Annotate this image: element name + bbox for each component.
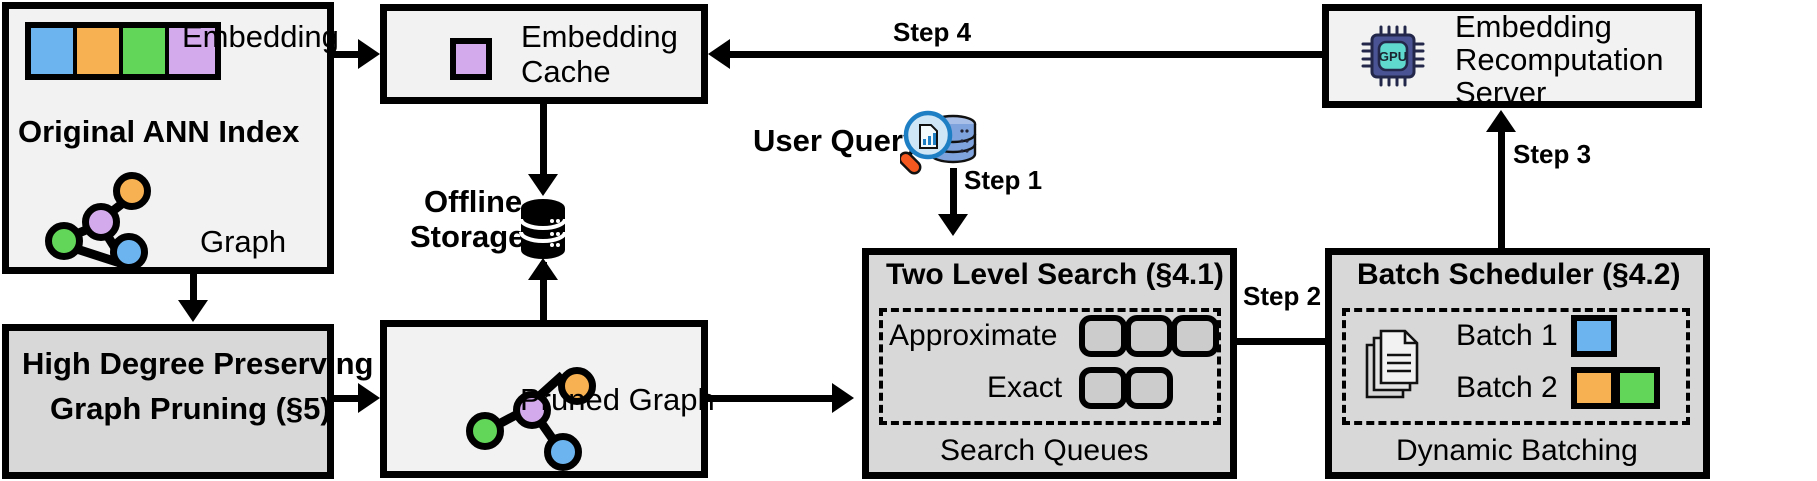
embedding-swatch-strip [25,22,221,80]
recomputation-server-line3: Server [1455,75,1547,110]
user-query-label: User Query [753,123,921,158]
arrow-cache-to-storage-line [540,104,547,176]
embedding-cache-box [380,4,708,104]
arrow-step3-line [1498,130,1505,248]
approximate-slot-1 [1079,315,1127,357]
embedding-cell-blue [31,28,77,74]
pruned-node-orange [558,367,596,405]
two-level-search-title: Two Level Search (§4.1) [886,258,1224,291]
arrow-prunedgraph-to-storage-line [540,262,547,324]
arrow-index-to-cache-line [334,51,360,58]
arrow-step4-line [730,51,1322,58]
batch2-chip-orange [1571,367,1617,409]
offline-storage-line1: Offline [424,184,523,219]
arrow-step4-head [708,39,730,69]
graph-node-purple [82,203,120,241]
batch2-label: Batch 2 [1456,371,1558,404]
graph-node-green [45,222,83,260]
gpu-icon-text: GPU [1379,49,1407,64]
graph-pruning-box [2,324,334,479]
graph-pruning-line1: High Degree Preserving [22,346,374,381]
batch1-chip-blue [1571,315,1617,357]
arrow-step3-head [1486,110,1516,132]
step1-label: Step 1 [964,165,1043,195]
dynamic-batching-footer: Dynamic Batching [1396,434,1638,467]
recomputation-server-line2: Recomputation [1455,42,1664,77]
exact-slot-1 [1079,367,1127,409]
original-ann-index-title: Original ANN Index [18,114,300,149]
embedding-cell-orange [77,28,123,74]
arrow-index-to-pruning-line [190,274,197,304]
database-icon [519,198,567,260]
offline-storage-line2: Storage [410,219,526,254]
arrow-step2-line [1237,338,1331,345]
step3-label: Step 3 [1513,139,1592,169]
arrow-step1-line [950,168,957,216]
graph-node-orange [113,172,151,210]
batch2-chip-green [1614,367,1660,409]
search-queues-dashed-region [879,308,1221,425]
pruned-graph-label: Pruned Graph [520,382,715,417]
recomputation-server-line1: Embedding [1455,9,1612,44]
arrow-step1-head [938,214,968,236]
approximate-slot-3 [1171,315,1219,357]
step4-label: Step 4 [893,17,972,47]
search-queues-footer: Search Queues [940,434,1149,467]
exact-row-label: Exact [987,371,1063,404]
arrow-prunedgraph-to-storage-head [528,258,558,280]
embedding-cache-line1: Embedding [521,19,678,54]
arrow-index-to-pruning-head [178,300,208,322]
pruned-node-blue [544,433,582,471]
two-level-search-box [862,248,1237,479]
documents-icon [1363,327,1419,401]
arrow-prunedgraph-to-search-line [708,395,834,402]
embedding-cache-swatch [450,38,492,80]
graph-label: Graph [200,224,287,259]
batch1-label: Batch 1 [1456,319,1558,352]
approximate-slot-2 [1125,315,1173,357]
embedding-label: Embedding [182,19,339,54]
arrow-pruning-to-prunedgraph-line [334,395,360,402]
arrow-pruning-to-prunedgraph-head [358,383,380,413]
arrow-cache-to-storage-head [528,174,558,196]
step2-label: Step 2 [1243,281,1322,311]
search-database-icon [900,105,990,177]
arrow-index-to-cache-head [358,39,380,69]
embedding-cache-line2: Cache [521,54,611,89]
exact-slot-2 [1125,367,1173,409]
graph-pruning-line2: Graph Pruning (§5) [50,391,331,426]
embedding-cell-green [123,28,169,74]
pruned-node-purple [513,391,551,429]
arrow-prunedgraph-to-search-head [832,383,854,413]
pruned-node-green [466,412,504,450]
embedding-cell-purple [169,28,215,74]
gpu-icon: GPU [1361,25,1427,87]
graph-node-blue [110,233,148,271]
dynamic-batching-dashed-region [1342,308,1690,425]
approximate-row-label: Approximate [889,319,1058,352]
batch-scheduler-title: Batch Scheduler (§4.2) [1357,258,1681,291]
